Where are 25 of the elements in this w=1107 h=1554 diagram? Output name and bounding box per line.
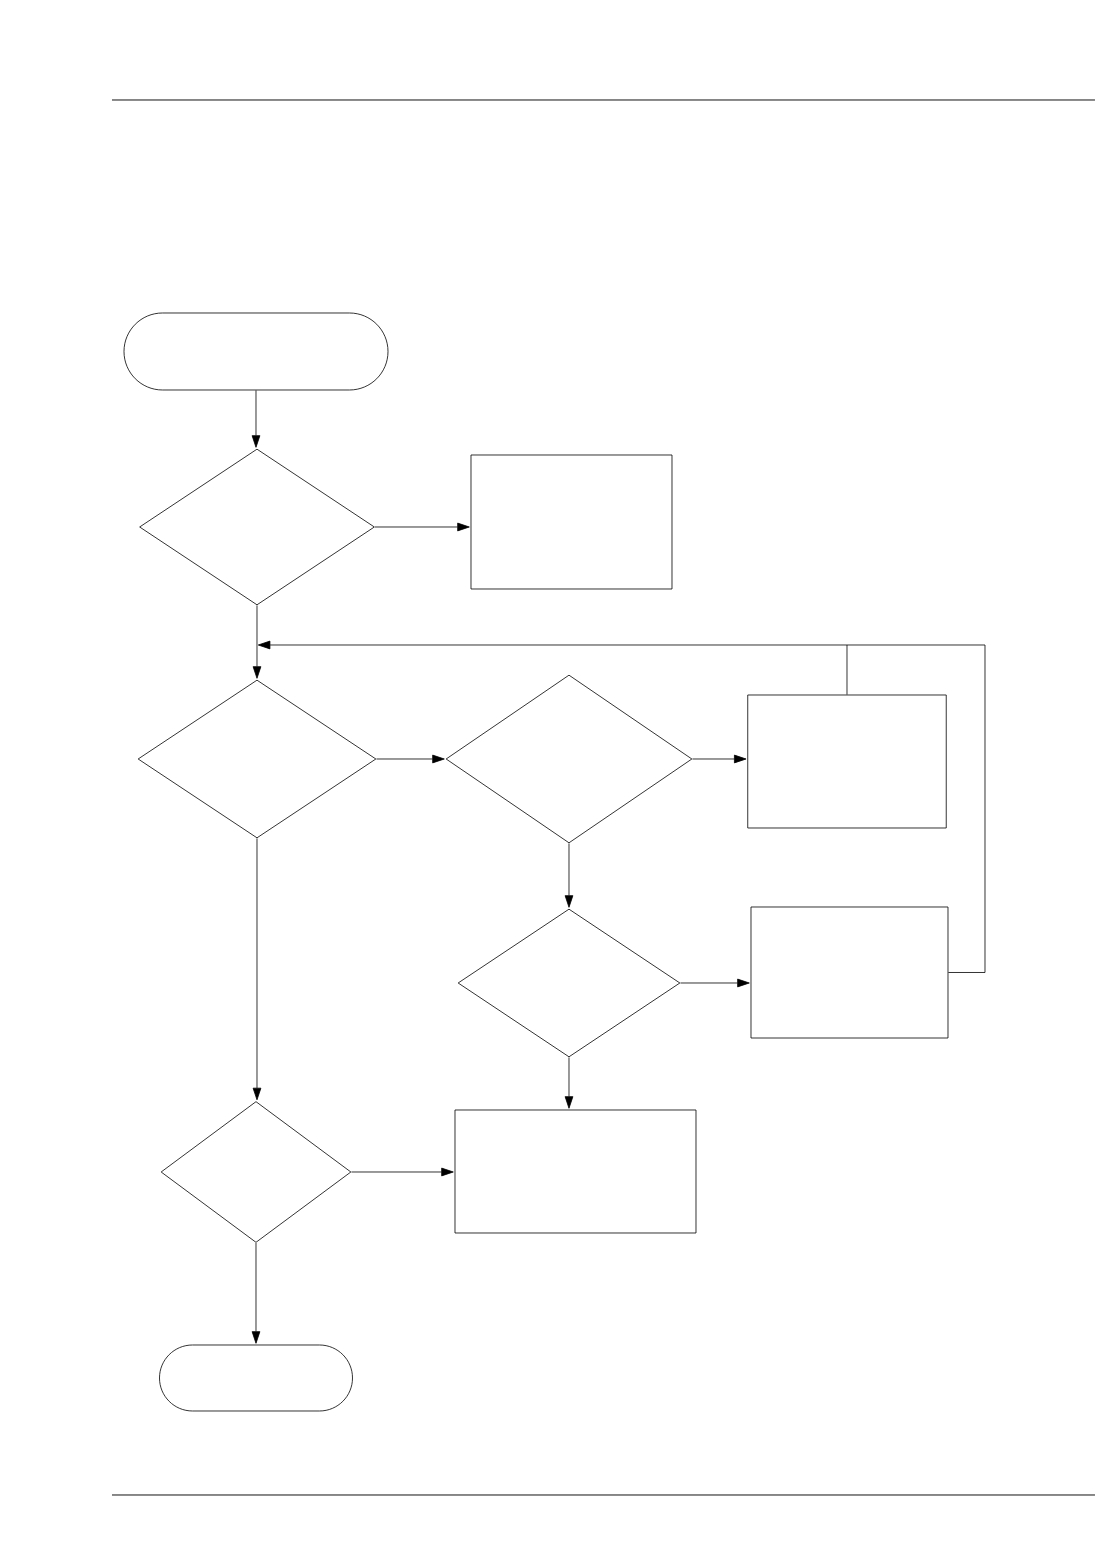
arrow — [692, 754, 747, 764]
decision-diamond — [160, 1101, 352, 1243]
process-box — [454, 1109, 697, 1234]
arrow — [351, 1167, 454, 1177]
arrow — [252, 605, 262, 679]
terminal-pill — [123, 312, 389, 391]
arrow — [374, 522, 470, 532]
arrow — [251, 1242, 261, 1344]
decision-diamond — [137, 679, 377, 839]
arrow — [564, 1057, 574, 1109]
arrow — [680, 978, 750, 988]
arrow — [376, 754, 445, 764]
decision-diamond — [445, 674, 693, 844]
decision-diamond — [139, 448, 375, 606]
arrow — [252, 838, 262, 1101]
process-box — [747, 694, 947, 829]
connector-line — [846, 644, 848, 695]
connector-line — [846, 644, 986, 973]
process-box — [750, 906, 949, 1039]
process-box — [470, 454, 673, 590]
decision-diamond — [457, 908, 681, 1058]
arrow — [257, 640, 848, 650]
arrow — [564, 843, 574, 908]
terminal-pill — [159, 1344, 353, 1412]
arrow — [251, 390, 261, 448]
